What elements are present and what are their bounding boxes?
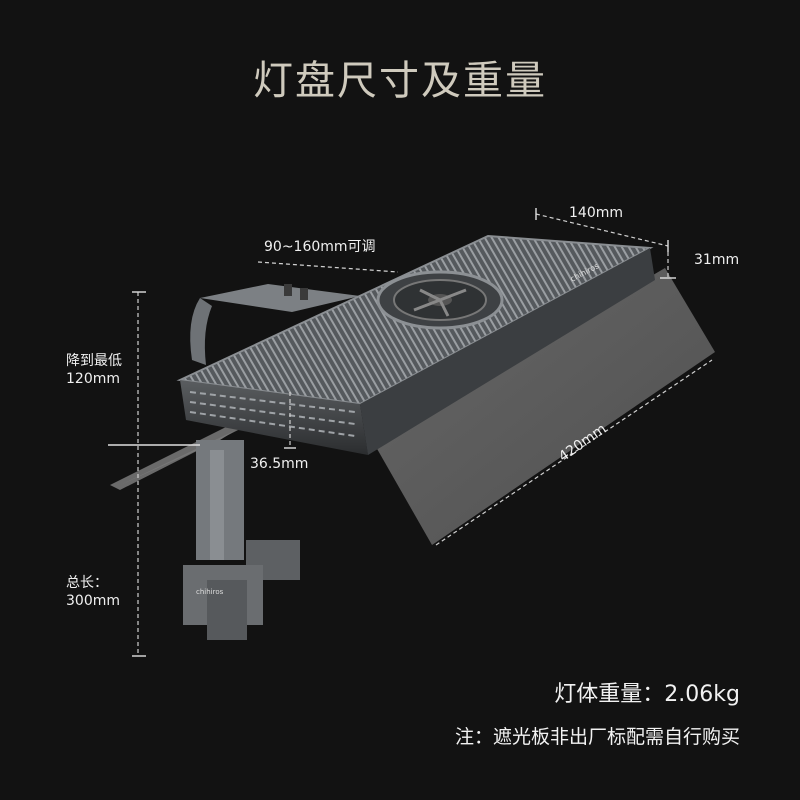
dim-140 xyxy=(535,213,669,247)
note-text: 注：遮光板非出厂标配需自行购买 xyxy=(454,726,740,748)
page-title: 灯盘尺寸及重量 xyxy=(253,58,547,104)
bracket-hook xyxy=(190,298,212,365)
dim-31-label: 31mm xyxy=(694,252,740,268)
dim-420 xyxy=(435,359,713,546)
light-shade xyxy=(372,268,715,545)
dim-140-label: 140mm xyxy=(569,205,623,221)
dim-90-160 xyxy=(257,261,399,273)
min-lower-value: 120mm xyxy=(66,371,120,387)
min-lower-label: 降到最低 xyxy=(66,353,122,369)
dim-adjust-label: 90~160mm可调 xyxy=(264,239,376,255)
lamp-front xyxy=(180,380,368,455)
brand-mark: chihiros xyxy=(196,588,224,596)
total-length-label: 总长： xyxy=(66,575,108,591)
dim-365-label: 36.5mm xyxy=(250,456,309,472)
total-length-value: 300mm xyxy=(66,593,120,609)
weight-text: 灯体重量：2.06kg xyxy=(554,682,740,707)
left-shade xyxy=(110,420,242,490)
bracket-arm xyxy=(200,284,360,312)
lamp-side xyxy=(360,248,655,455)
